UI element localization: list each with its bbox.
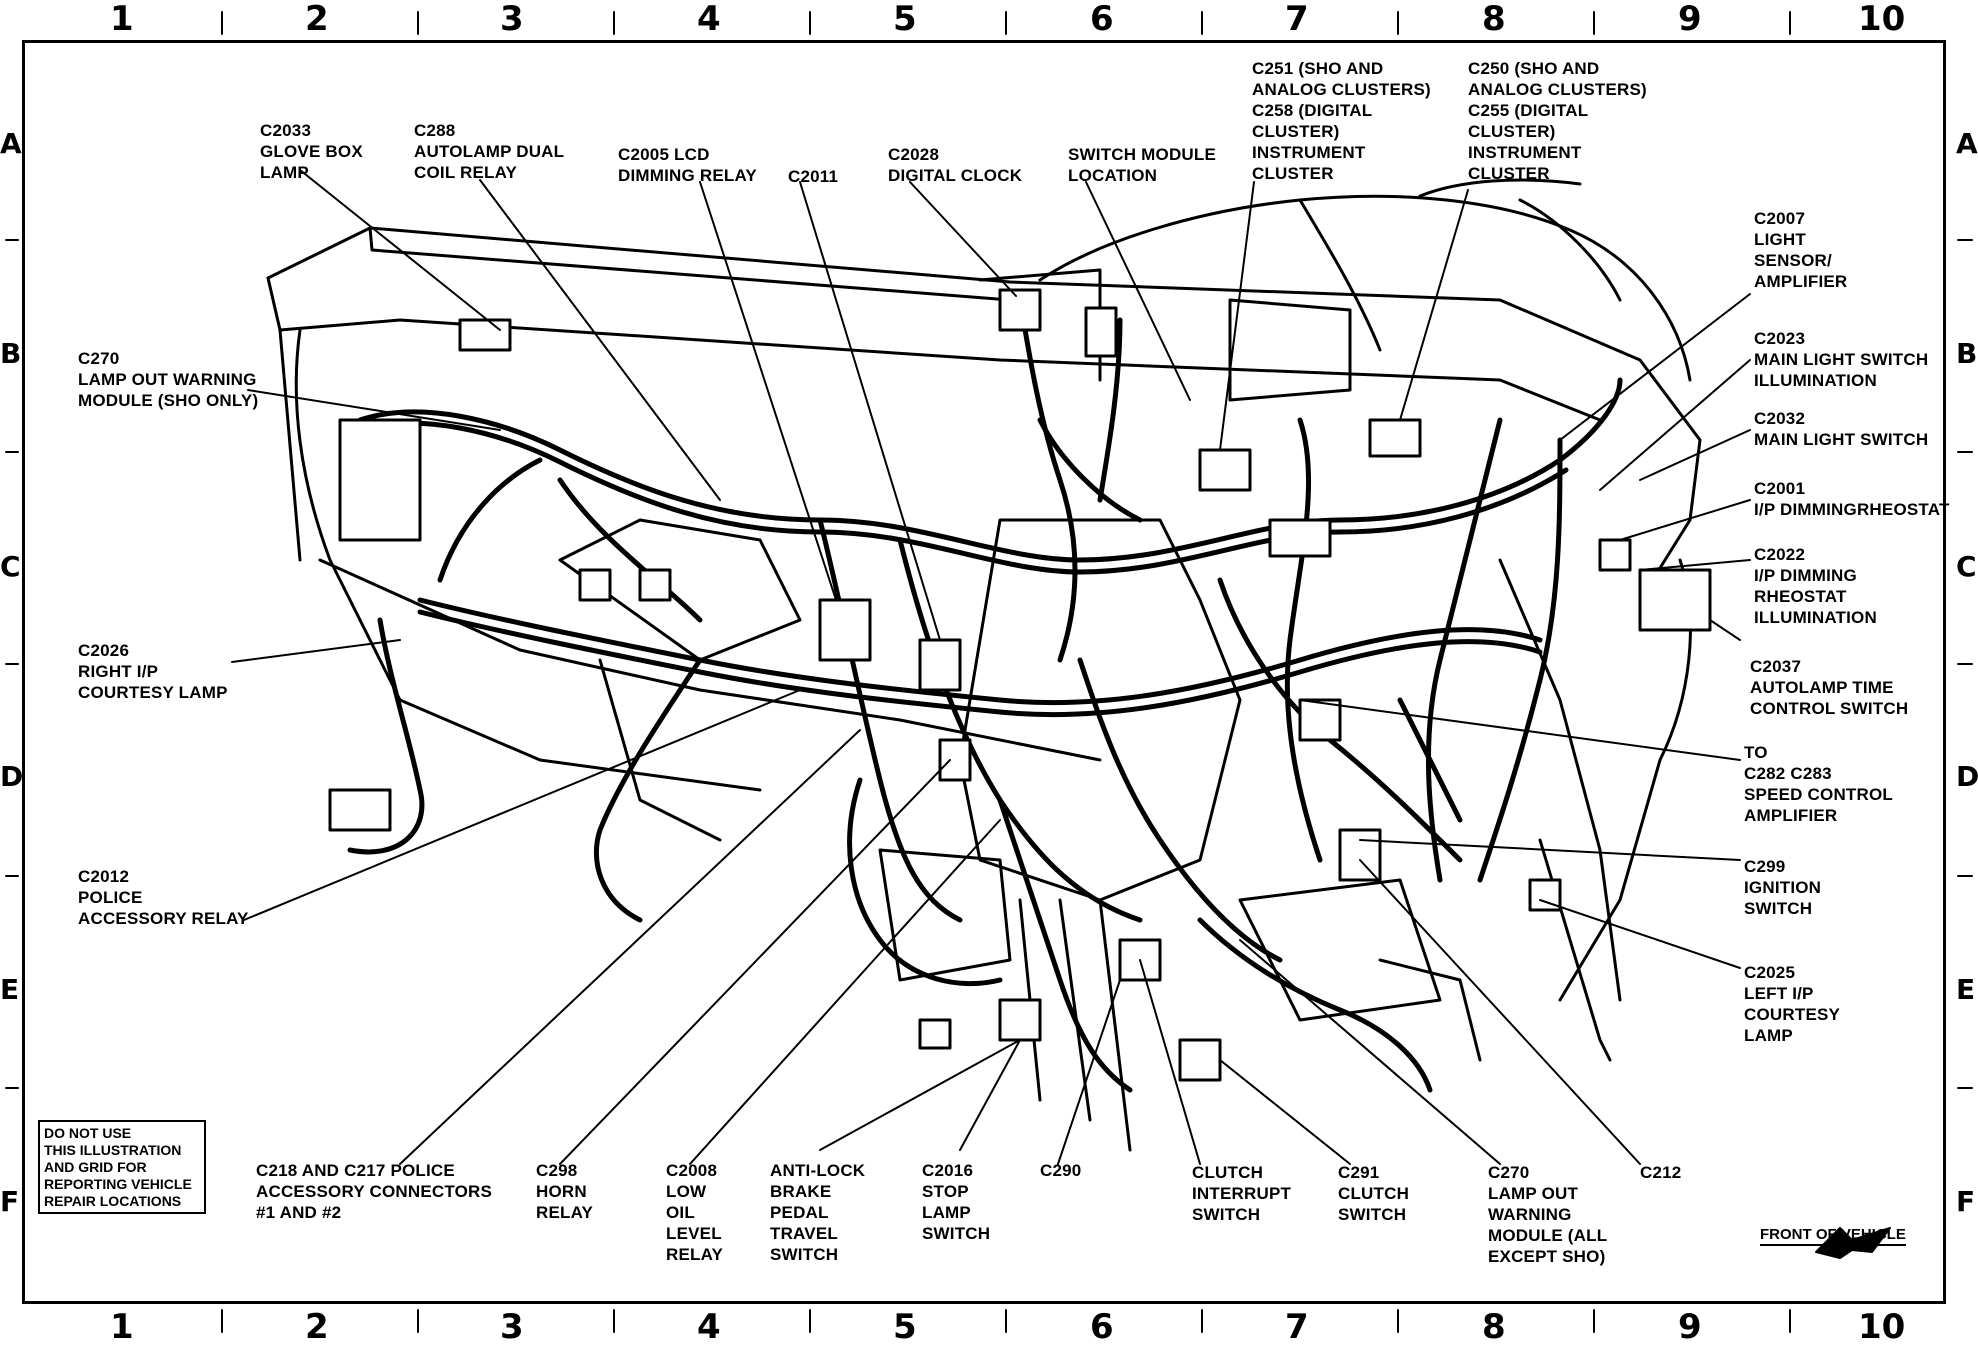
grid-col-6: 6 (1090, 0, 1114, 39)
glove-box-lamp-connector (458, 318, 512, 352)
police-accessory-relay (938, 738, 972, 782)
instrument-panel-outline (266, 178, 1702, 1152)
stop-lamp-switch-connector (998, 998, 1042, 1042)
autolamp-time-switch (1638, 568, 1712, 632)
front-arrow-icon (1815, 1227, 1891, 1259)
clock-connector (998, 288, 1042, 332)
grid-col-9-bottom: 9 (1678, 1307, 1702, 1347)
front-of-vehicle-label: FRONT OF VEHICLE (1760, 1226, 1906, 1246)
left-courtesy-lamp-connector (1528, 878, 1562, 912)
grid-row-e: E (0, 973, 20, 1006)
grid-col-10-bottom: 10 (1858, 1307, 1906, 1347)
grid-row-a: A (0, 127, 22, 160)
anti-lock-switch-connector (918, 1018, 952, 1050)
diagram-frame (22, 40, 1946, 1304)
speed-control-connector (1298, 698, 1342, 742)
grid-row-b-right: B (1956, 337, 1978, 370)
accessory-connector (578, 568, 612, 602)
lcd-dimming-relay (818, 598, 872, 662)
lamp-out-module-sho (338, 418, 422, 542)
grid-col-2: 2 (305, 0, 329, 39)
switch-module-connector (1198, 448, 1252, 492)
grid-row-b: B (0, 337, 22, 370)
cluster-connector-c250 (1368, 418, 1422, 458)
grid-col-8-bottom: 8 (1482, 1307, 1506, 1347)
clutch-switch-connector (1178, 1038, 1222, 1082)
grid-ticks (5, 11, 1973, 1333)
grid-col-1-bottom: 1 (110, 1307, 134, 1347)
connectors (328, 288, 1712, 1082)
grid-row-d: D (0, 760, 24, 793)
wire-harness (347, 297, 1623, 1093)
accessory-connector-2 (638, 568, 672, 602)
grid-col-7-bottom: 7 (1285, 1307, 1309, 1347)
grid-col-3: 3 (500, 0, 524, 39)
label-c212: C212 (1640, 1163, 1682, 1182)
label-c2011: C2011 (788, 167, 839, 186)
grid-col-5: 5 (893, 0, 917, 39)
label-c290: C290 (1040, 1161, 1082, 1180)
grid-col-7: 7 (1285, 0, 1309, 39)
grid-row-f: F (0, 1185, 20, 1218)
grid-col-4: 4 (697, 0, 721, 39)
grid-row-e-right: E (1956, 973, 1976, 1006)
grid-col-10: 10 (1858, 0, 1906, 39)
grid-row-c-right: C (1956, 550, 1977, 583)
grid-col-8: 8 (1482, 0, 1506, 39)
ignition-switch-connector (1338, 828, 1382, 882)
clock-connector-2 (1084, 306, 1118, 358)
grid-col-4-bottom: 4 (697, 1307, 721, 1347)
grid-col-6-bottom: 6 (1090, 1307, 1114, 1347)
grid-row-a-right: A (1956, 127, 1978, 160)
grid-row-d-right: D (1956, 760, 1978, 793)
grid-col-5-bottom: 5 (893, 1307, 917, 1347)
right-courtesy-lamp (328, 788, 392, 832)
cluster-connector-c251 (1268, 518, 1332, 558)
grid-col-1: 1 (110, 0, 134, 39)
grid-row-c: C (0, 550, 21, 583)
dimming-rheostat-connector (1598, 538, 1632, 572)
grid-row-f-right: F (1956, 1185, 1976, 1218)
grid-col-3-bottom: 3 (500, 1307, 524, 1347)
leader-lines (231, 169, 1751, 1165)
grid-col-2-bottom: 2 (305, 1307, 329, 1347)
grid-col-9: 9 (1678, 0, 1702, 39)
autolamp-relay (918, 638, 962, 692)
